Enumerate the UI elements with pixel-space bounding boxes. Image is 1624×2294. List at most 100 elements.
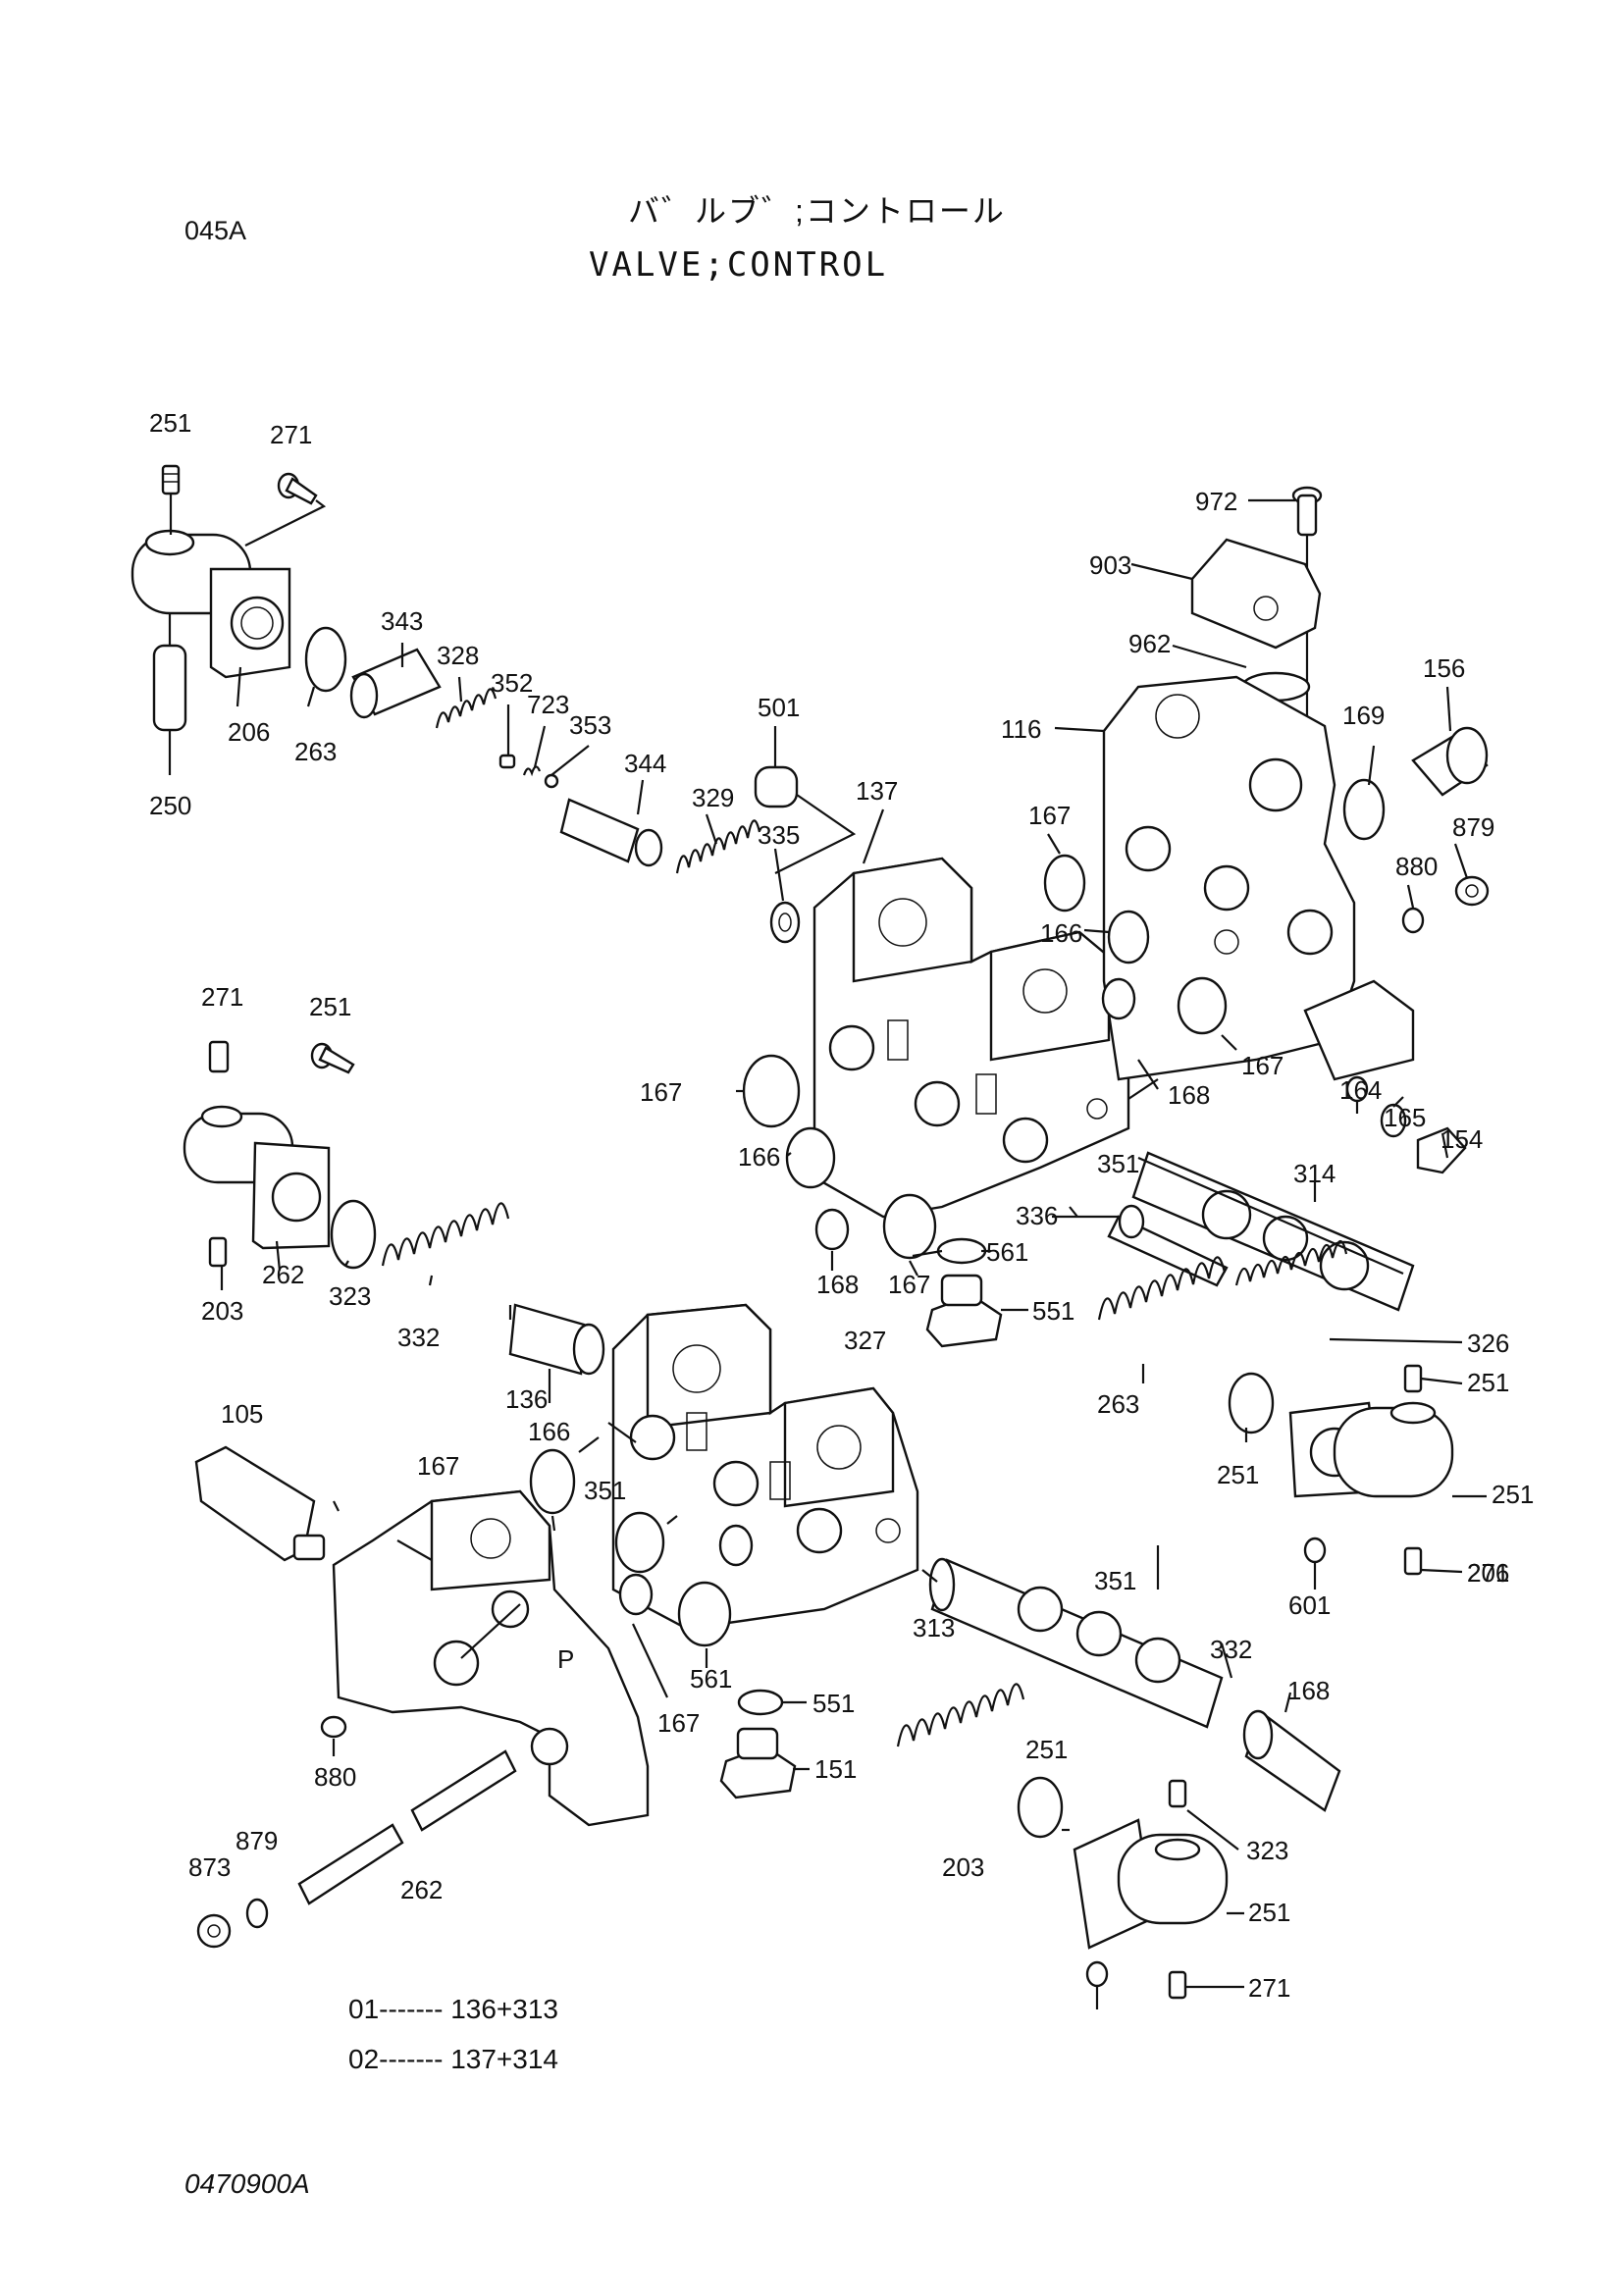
sensor-601	[194, 1445, 326, 1562]
oring-263-lower	[1228, 1372, 1275, 1434]
callout: 332	[397, 1323, 440, 1352]
callout: 167	[640, 1077, 682, 1107]
body-116	[1102, 675, 1415, 1081]
callout: 168	[1287, 1676, 1330, 1705]
oring-262-upper	[330, 1199, 377, 1270]
callout: 551	[1032, 1296, 1074, 1326]
callout: 271	[1467, 1558, 1509, 1588]
nut-879-lower	[196, 1913, 232, 1949]
callout: 271	[270, 420, 312, 449]
assembly-note-01: 01------- 136+313	[348, 1994, 558, 2024]
plug-151	[320, 1715, 347, 1739]
plug-551-lower	[719, 1727, 797, 1799]
figure-number: 0470900A	[184, 2168, 310, 2199]
bolt-271-upper	[244, 472, 327, 547]
callout: 167	[888, 1270, 930, 1299]
callout: 351	[584, 1476, 626, 1505]
callout: 164	[1339, 1075, 1382, 1105]
cap-156	[1411, 726, 1489, 797]
spool-314	[1131, 1151, 1415, 1312]
callout: 561	[986, 1237, 1028, 1267]
callout: 136	[505, 1384, 548, 1414]
callout: 105	[221, 1399, 263, 1429]
callout: 156	[1423, 653, 1465, 683]
oring-169	[1342, 778, 1386, 841]
assembly-note-02: 02------- 137+314	[348, 2044, 558, 2074]
callout: 167	[1028, 801, 1071, 830]
callout: 328	[437, 641, 479, 670]
orings-mid	[742, 854, 1407, 1265]
sleeve-332-upper	[508, 1303, 605, 1376]
spring-329	[675, 819, 761, 874]
spring-323-lower	[896, 1683, 1025, 1747]
spring-328	[435, 688, 498, 729]
callout: 313	[913, 1613, 955, 1642]
callout: 263	[294, 737, 337, 766]
callout: 344	[624, 749, 666, 778]
callout: 263	[1097, 1389, 1139, 1419]
spring-323-upper	[381, 1202, 510, 1267]
callout: 137	[856, 776, 898, 806]
callout: 327	[844, 1326, 886, 1355]
callout: 168	[816, 1270, 859, 1299]
cap-203-upper	[183, 1040, 355, 1268]
callout: 165	[1384, 1103, 1426, 1132]
callout: 251	[309, 992, 351, 1021]
plug-250	[152, 613, 187, 775]
pin-352-723-353	[498, 754, 559, 789]
callout: 271	[1248, 1973, 1290, 2003]
callout: 561	[690, 1664, 732, 1694]
oring-263-upper	[304, 626, 347, 693]
callout: 880	[314, 1762, 356, 1792]
callout: 329	[692, 783, 734, 812]
callout: 352	[491, 668, 533, 698]
callouts: 251 271 206 263 250 343 328 352 723 353 …	[149, 408, 1534, 2003]
sheet-code: 045A	[184, 216, 247, 245]
callout: 154	[1441, 1124, 1483, 1154]
callout: 166	[528, 1417, 570, 1446]
callout: 343	[381, 606, 423, 636]
seat-335	[769, 901, 801, 944]
callout: 335	[758, 820, 800, 850]
callout: 203	[942, 1852, 984, 1882]
callout: 166	[738, 1142, 780, 1172]
callout: 332	[1210, 1635, 1252, 1664]
callout: 206	[1467, 1558, 1509, 1588]
callout: 168	[1168, 1080, 1210, 1110]
oring-262-lower	[1017, 1776, 1064, 1839]
callout: 167	[657, 1708, 700, 1738]
callout: 962	[1128, 629, 1171, 658]
cover-903	[1190, 538, 1322, 650]
callout: 314	[1293, 1159, 1336, 1188]
callout: 206	[228, 717, 270, 747]
callout: 326	[1467, 1329, 1509, 1358]
piston-344	[559, 798, 663, 867]
title-japanese: バ゛ルブ゛;コントロール	[628, 193, 1006, 229]
orings-lower	[529, 1448, 784, 1716]
sleeve-332-lower	[1242, 1709, 1341, 1812]
callout: 880	[1395, 852, 1438, 881]
spool-313	[928, 1557, 1224, 1729]
stud-873	[297, 1749, 517, 1905]
housing-105: P	[332, 1489, 650, 1827]
callout: 353	[569, 710, 611, 740]
callout: 116	[1001, 714, 1041, 744]
callout: 873	[188, 1852, 231, 1882]
spring-327	[1097, 1256, 1227, 1321]
nut-879-upper	[1454, 875, 1490, 907]
callout: 251	[1248, 1898, 1290, 1927]
callout: 323	[329, 1281, 371, 1311]
callout: 251	[1492, 1480, 1534, 1509]
callout: 271	[201, 982, 243, 1012]
callout: 972	[1195, 487, 1237, 516]
callout: 251	[1217, 1460, 1259, 1489]
cap-203-lower	[1073, 1779, 1229, 2000]
callout: 601	[1288, 1590, 1331, 1620]
callout: 251	[1467, 1368, 1509, 1397]
callout: 723	[527, 690, 569, 719]
callout: 262	[400, 1875, 443, 1904]
cap-206-upper	[131, 529, 291, 679]
callout: 351	[1094, 1566, 1136, 1595]
